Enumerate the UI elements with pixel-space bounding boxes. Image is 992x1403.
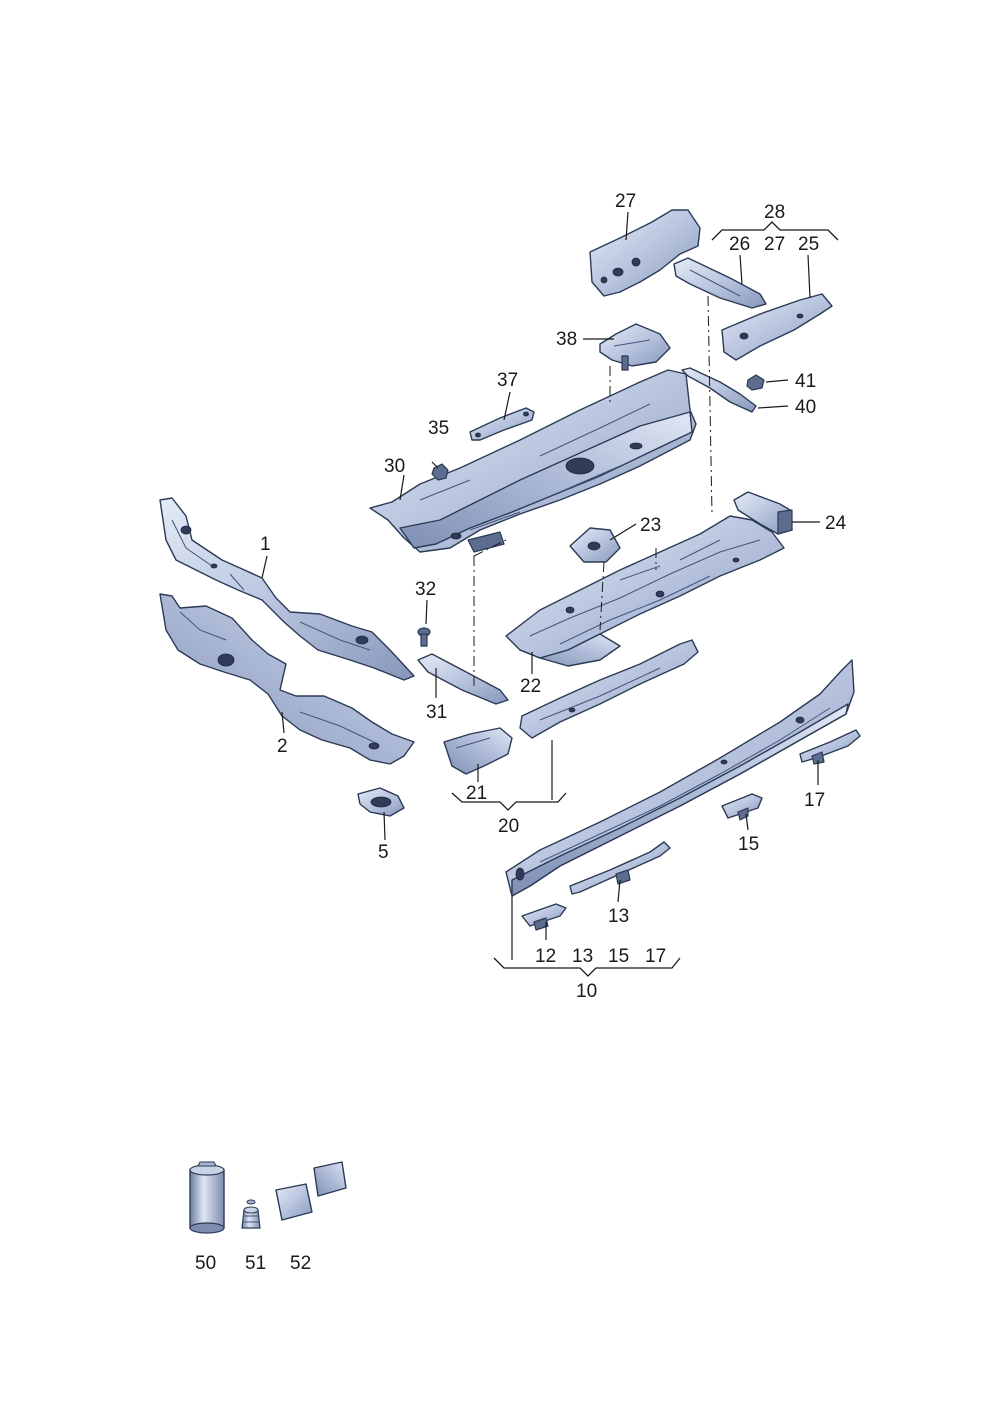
part-40-strip <box>681 367 757 413</box>
label-12: 12 <box>535 946 556 967</box>
part-32-bolt <box>417 627 431 647</box>
label-15-sub: 15 <box>608 946 629 967</box>
part-38-bracket <box>599 323 671 371</box>
label-5: 5 <box>378 842 389 863</box>
part-labels: 1 2 5 30 35 37 38 41 40 27 28 26 27 25 2… <box>195 191 847 1274</box>
label-10: 10 <box>576 981 597 1002</box>
part-10-side-sill <box>505 659 855 897</box>
part-22-floor-panel <box>505 515 785 667</box>
label-1: 1 <box>260 534 271 555</box>
part-12-clip <box>521 903 567 931</box>
part-51-plug <box>241 1199 261 1229</box>
label-51: 51 <box>245 1253 266 1274</box>
part-26-cross-member <box>673 257 767 309</box>
part-21-bracket <box>443 727 513 775</box>
label-15-top: 15 <box>738 834 759 855</box>
label-50: 50 <box>195 1253 216 1274</box>
label-17-sub: 17 <box>645 946 666 967</box>
part-52-pads <box>275 1161 347 1221</box>
label-32: 32 <box>415 579 436 600</box>
leader-lines <box>261 211 839 977</box>
part-41-nut <box>746 374 765 391</box>
label-25: 25 <box>798 234 819 255</box>
part-27-rear-member <box>589 209 701 297</box>
label-37: 37 <box>497 370 518 391</box>
part-50-spray-can <box>189 1161 225 1234</box>
part-31-bracket <box>417 653 509 705</box>
part-5-grommet <box>357 787 405 817</box>
label-35: 35 <box>428 418 449 439</box>
label-13-top: 13 <box>608 906 629 927</box>
label-31: 31 <box>426 702 447 723</box>
label-30: 30 <box>384 456 405 477</box>
part-1-bulkhead-upper <box>159 497 415 681</box>
part-30-tunnel <box>369 369 697 553</box>
part-23-plate <box>569 527 621 563</box>
part-37-strap <box>469 407 535 441</box>
part-2-bulkhead-lower <box>159 593 415 765</box>
part-25-bracket <box>721 293 833 361</box>
part-35-nut <box>431 463 449 481</box>
label-52: 52 <box>290 1253 311 1274</box>
label-2: 2 <box>277 736 288 757</box>
label-27-sub: 27 <box>764 234 785 255</box>
part-20-sill-inner <box>519 639 699 739</box>
label-40: 40 <box>795 397 816 418</box>
label-28: 28 <box>764 202 785 223</box>
label-41: 41 <box>795 371 816 392</box>
label-27-top: 27 <box>615 191 636 212</box>
label-17-top: 17 <box>804 790 825 811</box>
part-17-strip <box>799 729 861 765</box>
part-15-clip <box>721 793 763 821</box>
label-20: 20 <box>498 816 519 837</box>
label-38: 38 <box>556 329 577 350</box>
label-23: 23 <box>640 515 661 536</box>
label-24: 24 <box>825 513 847 534</box>
label-22: 22 <box>520 676 541 697</box>
label-26: 26 <box>729 234 750 255</box>
part-24-bracket-block <box>733 491 793 535</box>
label-21: 21 <box>466 783 487 804</box>
label-13-sub: 13 <box>572 946 593 967</box>
